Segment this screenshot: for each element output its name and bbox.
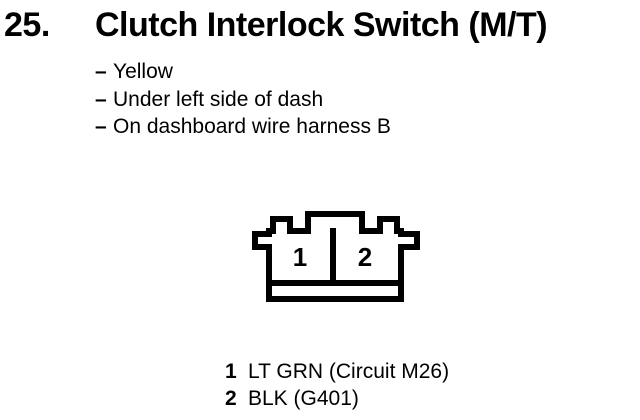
detail-text-location: Under left side of dash <box>113 87 324 111</box>
legend-wire-label: BLK (G401) <box>248 386 359 410</box>
section-number: 25. <box>4 6 50 44</box>
legend-pin-number: 1 <box>225 360 237 383</box>
dash-bullet: – <box>95 60 107 83</box>
legend-wire-label: LT GRN (Circuit M26) <box>248 360 450 383</box>
dash-bullet: – <box>95 115 107 138</box>
detail-text-color: Yellow <box>113 60 173 83</box>
cavity-2-label: 2 <box>358 242 372 272</box>
detail-item-color: – Yellow <box>95 58 391 86</box>
connector-diagram: 1 2 <box>252 211 420 302</box>
legend-row-pin-2: 2 BLK (G401) <box>225 386 449 413</box>
page-title: Clutch Interlock Switch (M/T) <box>95 6 548 44</box>
detail-item-harness: – On dashboard wire harness B <box>95 113 391 141</box>
legend-pin-number: 2 <box>225 386 237 410</box>
cavity-1-label: 1 <box>293 242 307 272</box>
legend-row-pin-1: 1 LT GRN (Circuit M26) <box>225 359 449 386</box>
detail-list: – Yellow – Under left side of dash – On … <box>95 58 391 141</box>
dash-bullet: – <box>95 87 107 111</box>
detail-text-harness: On dashboard wire harness B <box>113 115 391 138</box>
pin-legend: 1 LT GRN (Circuit M26) 2 BLK (G401) <box>225 359 449 412</box>
detail-item-location: – Under left side of dash <box>95 86 391 114</box>
